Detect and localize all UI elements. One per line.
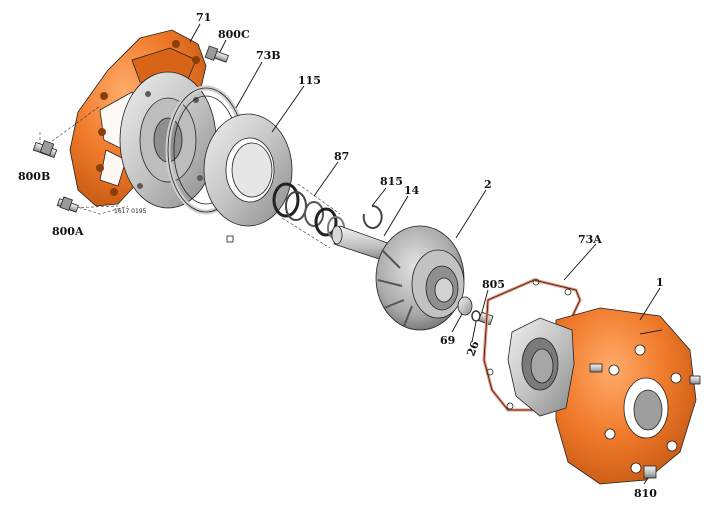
- circlip-815: [362, 204, 383, 229]
- callout-26: 26: [464, 339, 482, 358]
- plug-810: [643, 465, 657, 479]
- leader-810: [643, 477, 649, 485]
- impeller-nut-69: [457, 296, 473, 316]
- callout-69: 69: [440, 334, 455, 347]
- stud-800c: [204, 45, 229, 63]
- leader-73a: [563, 243, 597, 281]
- leader-2: [455, 189, 487, 239]
- callout-73a: 73A: [578, 233, 602, 246]
- leader-73b: [235, 61, 263, 109]
- callout-815: 815: [380, 175, 403, 188]
- callout-800c: 800C: [218, 28, 250, 41]
- pump-casing-1: [507, 307, 701, 485]
- drawing-reference: 1617 0195: [114, 208, 147, 215]
- leader-815: [371, 187, 387, 207]
- callout-800b: 800B: [18, 170, 50, 183]
- callout-810: 810: [634, 487, 657, 500]
- leader-1: [639, 287, 661, 321]
- leader-805: [481, 289, 489, 313]
- impeller-2: [375, 225, 465, 331]
- shaft-14: [331, 225, 397, 263]
- leader-69: [451, 313, 463, 333]
- callout-73b: 73B: [256, 49, 281, 62]
- callout-2: 2: [484, 178, 492, 191]
- leader-87: [313, 161, 339, 197]
- leader-800c: [219, 39, 227, 53]
- leader-115: [271, 85, 305, 133]
- callout-71: 71: [196, 11, 211, 24]
- stud-800b: [32, 140, 58, 159]
- mechanical-seal-87: [272, 182, 345, 240]
- leader-26: [471, 321, 477, 343]
- callout-800a: 800A: [52, 225, 84, 238]
- callout-14: 14: [404, 184, 420, 197]
- stud-800a: [56, 196, 79, 213]
- callout-115: 115: [298, 74, 321, 87]
- callout-805: 805: [482, 278, 505, 291]
- backplate-115: [203, 113, 293, 243]
- callout-87: 87: [334, 150, 349, 163]
- leader-14: [383, 195, 409, 237]
- callout-1: 1: [656, 276, 664, 289]
- leader-71: [189, 23, 201, 43]
